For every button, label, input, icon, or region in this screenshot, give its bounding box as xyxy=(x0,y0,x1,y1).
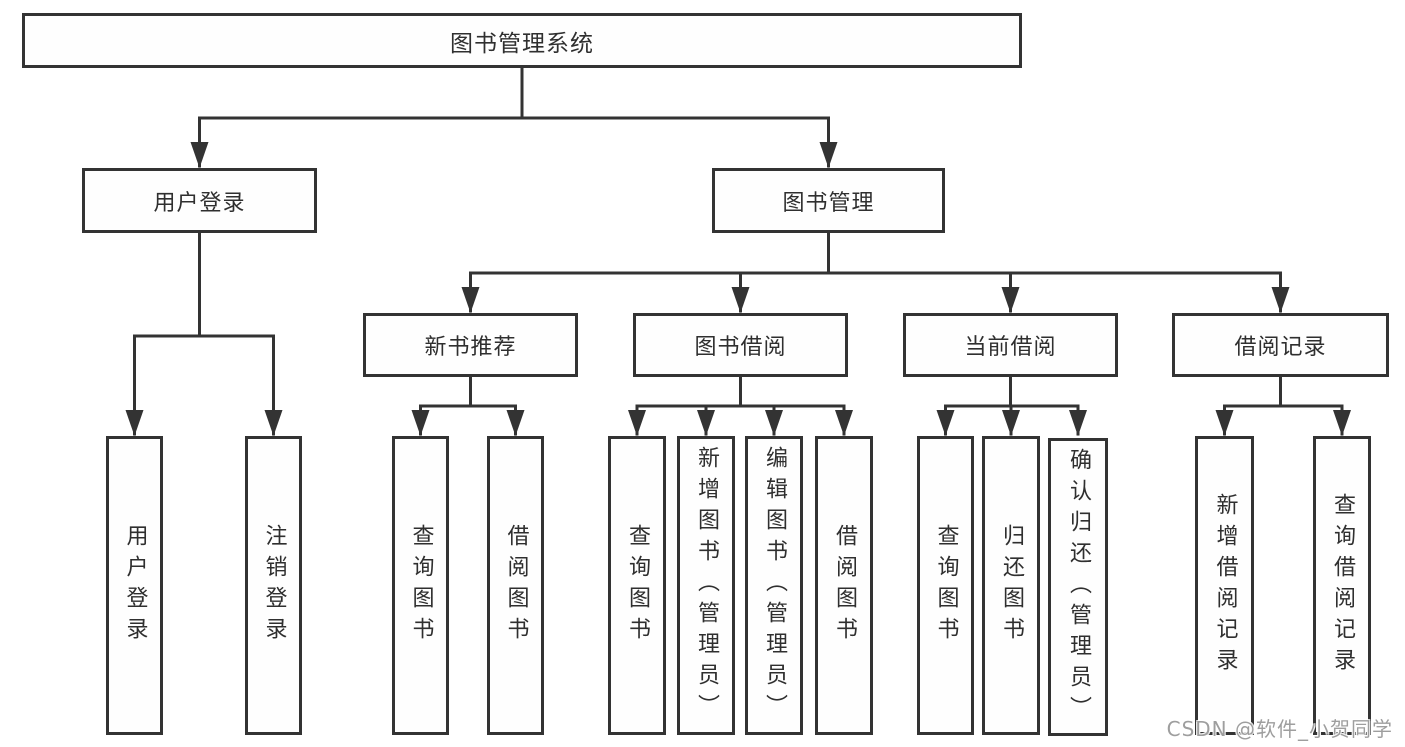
node-user-login-label: 用户登录 xyxy=(153,190,246,216)
node-book-management-label: 图书管理 xyxy=(782,190,875,216)
leaf-borrow-books-2-label: 借阅图书 xyxy=(832,523,857,648)
node-root-label: 图书管理系统 xyxy=(450,30,594,57)
leaf-add-book-admin-label: 新增图书（管理员） xyxy=(694,446,719,725)
node-user-login: 用户登录 xyxy=(82,168,317,233)
leaf-confirm-return-admin: 确认归还（管理员） xyxy=(1048,438,1108,736)
leaf-query-books-1-label: 查询图书 xyxy=(408,523,434,648)
watermark: CSDN @软件_小贺同学 xyxy=(1166,717,1393,741)
leaf-return-book: 归还图书 xyxy=(982,436,1040,735)
node-current-borrow-label: 当前借阅 xyxy=(964,335,1057,360)
leaf-edit-book-admin-label: 编辑图书（管理员） xyxy=(762,446,787,725)
node-book-borrow: 图书借阅 xyxy=(633,313,848,377)
leaf-add-book-admin: 新增图书（管理员） xyxy=(677,436,735,735)
node-current-borrow: 当前借阅 xyxy=(903,313,1118,377)
node-book-borrow-label: 图书借阅 xyxy=(694,335,787,360)
leaf-borrow-books-2: 借阅图书 xyxy=(815,436,873,735)
leaf-borrow-books-1: 借阅图书 xyxy=(487,436,544,735)
node-borrow-records-label: 借阅记录 xyxy=(1234,335,1327,360)
leaf-logout: 注销登录 xyxy=(245,436,302,735)
leaf-borrow-books-1-label: 借阅图书 xyxy=(503,523,529,648)
node-new-book-recommend-label: 新书推荐 xyxy=(424,335,517,360)
leaf-return-book-label: 归还图书 xyxy=(999,523,1024,648)
leaf-query-borrow-record: 查询借阅记录 xyxy=(1313,436,1371,735)
node-new-book-recommend: 新书推荐 xyxy=(363,313,578,377)
leaf-query-books-3-label: 查询图书 xyxy=(933,523,959,648)
leaf-query-books-3: 查询图书 xyxy=(917,436,974,735)
leaf-add-borrow-record: 新增借阅记录 xyxy=(1195,436,1254,735)
leaf-query-books-2: 查询图书 xyxy=(608,436,666,735)
leaf-logout-label: 注销登录 xyxy=(261,523,287,648)
leaf-query-borrow-record-label: 查询借阅记录 xyxy=(1330,492,1355,679)
leaf-query-books-2-label: 查询图书 xyxy=(625,523,650,648)
node-book-management: 图书管理 xyxy=(712,168,945,233)
leaf-query-books-1: 查询图书 xyxy=(392,436,449,735)
leaf-add-borrow-record-label: 新增借阅记录 xyxy=(1212,492,1238,679)
leaf-user-login-label: 用户登录 xyxy=(122,523,148,648)
node-borrow-records: 借阅记录 xyxy=(1172,313,1389,377)
leaf-edit-book-admin: 编辑图书（管理员） xyxy=(745,436,803,735)
leaf-confirm-return-admin-label: 确认归还（管理员） xyxy=(1066,447,1091,727)
leaf-user-login: 用户登录 xyxy=(106,436,163,735)
node-root: 图书管理系统 xyxy=(22,13,1022,68)
